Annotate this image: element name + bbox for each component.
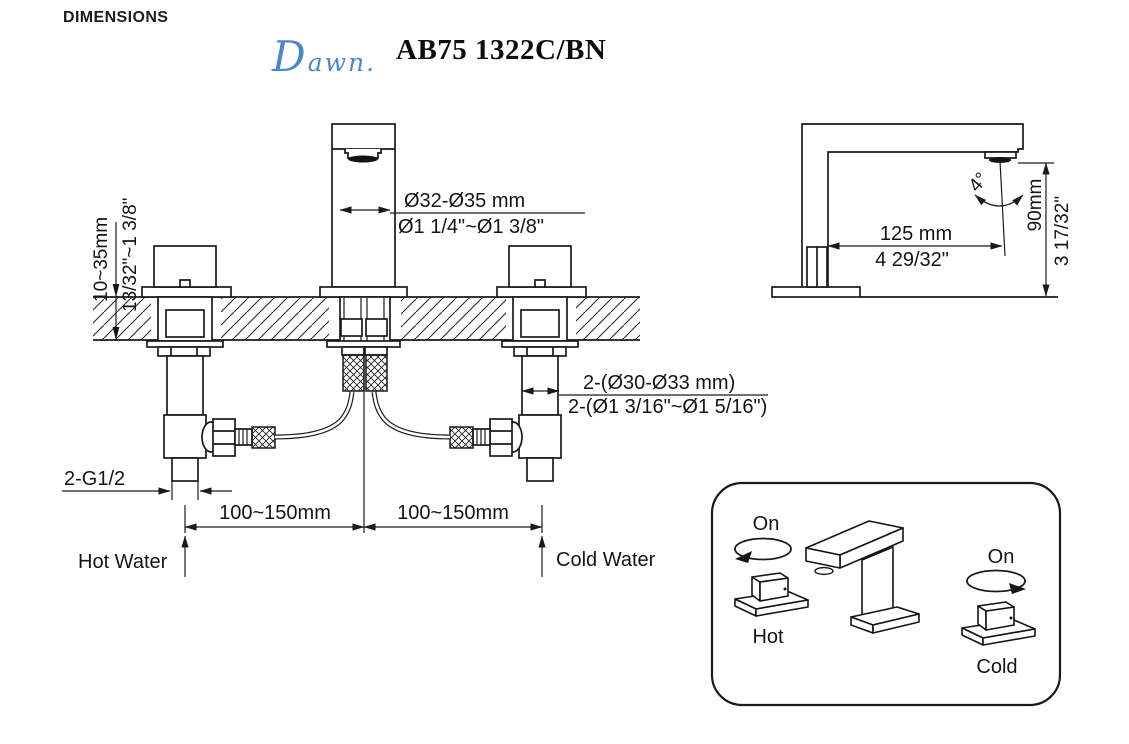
deck-dim-arrow-bottom xyxy=(112,327,120,340)
faucet-iso xyxy=(805,520,920,634)
cold-port-hex xyxy=(489,418,513,457)
right-spacing-label: 100~150mm xyxy=(397,502,509,524)
hot-braided-end xyxy=(251,426,276,449)
hot-port-hex xyxy=(212,418,236,457)
spout-shank-in-label: Ø1 1/4"~Ø1 3/8" xyxy=(398,216,544,238)
cold-on-label: On xyxy=(988,546,1015,568)
inlet-thread-label: 2-G1/2 xyxy=(64,468,125,490)
cold-rotate-arrowhead-icon xyxy=(1009,583,1026,594)
brand-logo: Dawn. xyxy=(272,32,377,81)
reach-in-label: 4 29/32" xyxy=(875,249,949,271)
spout-nut-right xyxy=(365,318,388,337)
hot-coupling-ribs xyxy=(238,429,248,445)
hot-valve-shank xyxy=(157,296,213,342)
operation-legend: On Hot O xyxy=(710,481,1062,707)
hot-valve-washer xyxy=(146,340,224,348)
left-spacing-label: 100~150mm xyxy=(219,502,331,524)
hot-port-hex-facets xyxy=(213,430,235,445)
spout-nut-left xyxy=(340,318,363,337)
side-base xyxy=(771,286,861,298)
hot-valve-body xyxy=(163,414,207,459)
hot-inlet-stub xyxy=(171,457,199,482)
spout-braid-right xyxy=(365,354,388,392)
cold-locknut-facets xyxy=(526,347,554,356)
cold-valve-body xyxy=(518,414,562,459)
cold-water-label: Cold Water xyxy=(556,549,656,571)
cold-handle-iso xyxy=(961,601,1036,646)
hot-valve-assembly xyxy=(141,245,355,482)
model-number: AB75 1322C/BN xyxy=(396,34,607,66)
hot-valve-shank-inner xyxy=(165,309,205,338)
hot-locknut-facets xyxy=(170,347,198,356)
valve-holes-in-label: 2-(Ø1 3/16"~Ø1 5/16") xyxy=(568,396,767,418)
spout-washer xyxy=(326,340,401,348)
side-aerator xyxy=(989,157,1011,163)
cold-valve-assembly xyxy=(371,245,587,482)
cold-handle-base xyxy=(496,286,587,298)
cold-rotate-icon xyxy=(966,569,1026,593)
spout-shank-mm-label: Ø32-Ø35 mm xyxy=(404,190,525,212)
hot-on-label: On xyxy=(753,513,780,535)
hot-rotate-icon xyxy=(734,537,792,561)
deck-thickness-mm-label: 10~35mm xyxy=(91,217,112,302)
height-mm-label: 90mm xyxy=(1025,179,1046,232)
hot-hose xyxy=(274,391,355,440)
spout-hose-hex-left xyxy=(341,346,365,356)
height-in-label: 3 17/32" xyxy=(1052,196,1073,266)
spout-hose-hex-right xyxy=(364,346,388,356)
cold-valve-locknut xyxy=(513,346,567,357)
cold-valve-washer xyxy=(501,340,579,348)
stream-angle-label: 4° xyxy=(965,169,993,196)
spout-aerator xyxy=(348,155,378,163)
inlet-extension-lines xyxy=(171,481,199,500)
reach-mm-label: 125 mm xyxy=(880,223,952,245)
hot-valve-tube xyxy=(166,355,204,416)
hot-hose-inner xyxy=(274,391,354,439)
spout-base xyxy=(319,286,408,298)
front-view-dimensions: Ø32-Ø35 mm Ø1 1/4"~Ø1 3/8" 10~35mm 13/32… xyxy=(62,190,768,577)
cold-hose xyxy=(371,391,451,440)
cold-valve-shank-inner xyxy=(520,309,560,338)
front-view: Ø32-Ø35 mm Ø1 1/4"~Ø1 3/8" 10~35mm 13/32… xyxy=(62,123,768,577)
deck-dim-arrow-top xyxy=(112,284,120,297)
hot-legend-label: Hot xyxy=(752,626,784,648)
cold-hose-inner xyxy=(372,391,451,439)
spout-assembly xyxy=(319,123,408,533)
cold-legend-label: Cold xyxy=(976,656,1017,678)
hot-handle-base xyxy=(141,286,232,298)
cold-valve-tube xyxy=(521,355,559,416)
hot-handle-notch xyxy=(179,279,191,287)
page-title: DIMENSIONS xyxy=(63,9,169,26)
side-view: 125 mm 4 29/32" 4° 90mm 3 17/32" xyxy=(771,123,1073,298)
faucet-iso-aerator xyxy=(814,566,834,576)
angle-arc xyxy=(974,194,1024,207)
cold-port-hex-facets xyxy=(490,430,512,445)
spout-braid-left xyxy=(342,354,365,392)
cold-braided-end xyxy=(449,426,474,449)
stream-axis-line xyxy=(999,160,1006,257)
hot-valve-locknut xyxy=(157,346,211,357)
deck-thickness-in-label: 13/32"~1 3/8" xyxy=(120,198,141,312)
hot-handle-iso xyxy=(734,572,809,617)
side-spout-outline xyxy=(801,123,1024,287)
cold-coupling-ribs xyxy=(476,429,486,445)
valve-holes-mm-label: 2-(Ø30-Ø33 mm) xyxy=(583,372,735,394)
cold-handle-notch xyxy=(534,279,546,287)
hot-water-label: Hot Water xyxy=(78,551,168,573)
cold-inlet-stub xyxy=(526,457,554,482)
hot-rotate-arrowhead-icon xyxy=(735,551,752,563)
